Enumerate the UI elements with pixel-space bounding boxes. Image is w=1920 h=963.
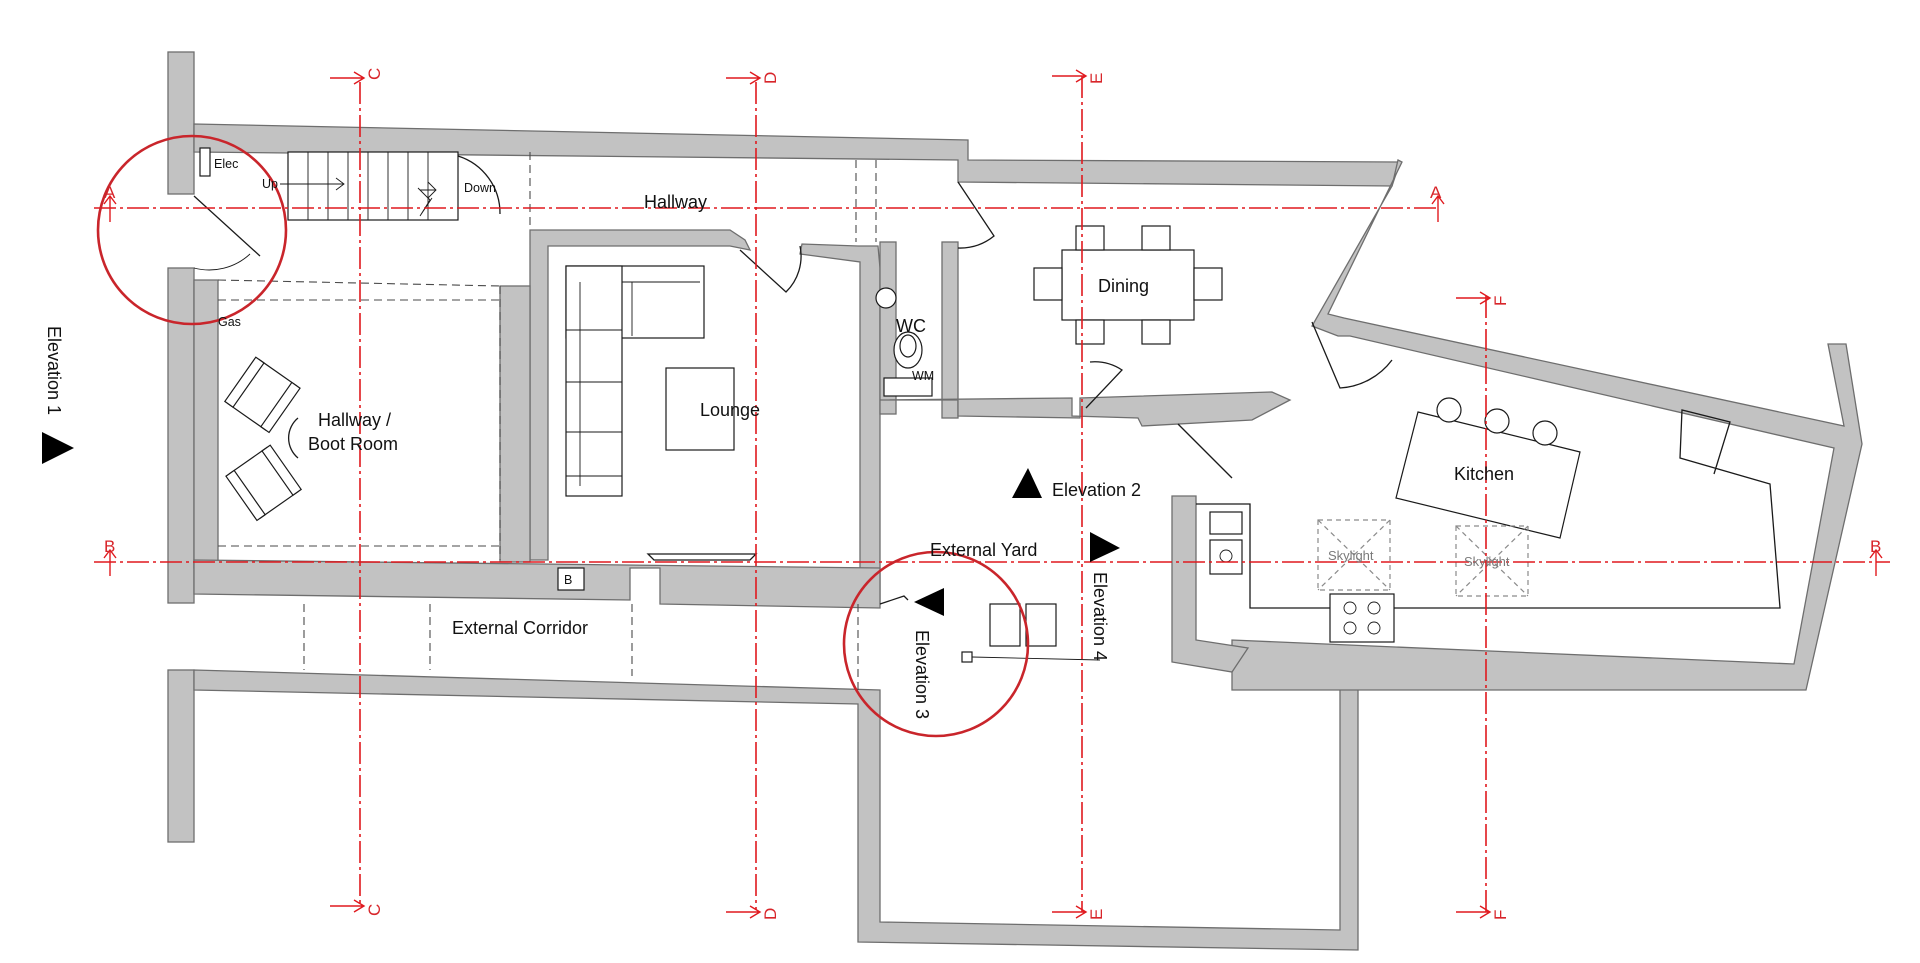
label-gas: Gas bbox=[218, 315, 241, 329]
wall-bootroom-right bbox=[499, 285, 531, 563]
label-elec: Elec bbox=[214, 157, 238, 171]
elevation-2-label: Elevation 2 bbox=[1052, 480, 1141, 500]
elevation-2-marker bbox=[1012, 468, 1042, 498]
room-label-dining: Dining bbox=[1098, 276, 1149, 296]
lounge-sofa bbox=[565, 265, 705, 497]
walls bbox=[167, 51, 1863, 951]
section-label-c-top: C bbox=[365, 68, 384, 80]
label-skylight-1: Skylight bbox=[1328, 548, 1374, 563]
wall-left-upper bbox=[167, 51, 195, 195]
skylight-2 bbox=[1455, 525, 1529, 597]
armchair-1 bbox=[223, 356, 301, 434]
armchair-2 bbox=[225, 444, 303, 522]
section-label-b-left: B bbox=[104, 537, 115, 556]
wall-lounge-right bbox=[799, 243, 881, 605]
boiler-box bbox=[557, 567, 585, 591]
hidden-lines bbox=[217, 152, 877, 690]
kitchen-island bbox=[1395, 397, 1581, 539]
section-lines bbox=[94, 69, 1890, 919]
room-label-kitchen: Kitchen bbox=[1454, 464, 1514, 484]
elevation-4-label: Elevation 4 bbox=[1090, 572, 1110, 661]
wall-left-mid bbox=[167, 267, 195, 604]
section-label-e-bottom: E bbox=[1087, 909, 1106, 920]
highlight-circle-elevation-3 bbox=[842, 550, 1030, 738]
bootroom-side-table bbox=[288, 417, 299, 459]
section-label-b-right: B bbox=[1870, 537, 1881, 556]
dining-table bbox=[1033, 225, 1223, 345]
highlight-circle-front-door bbox=[96, 134, 288, 326]
label-boiler: B bbox=[564, 573, 572, 587]
internal-doors bbox=[739, 181, 1393, 605]
section-label-a-right: A bbox=[1430, 183, 1442, 202]
lounge-coffee-table bbox=[665, 367, 735, 451]
section-label-d-top: D bbox=[761, 72, 780, 84]
wall-left-lower bbox=[167, 669, 195, 843]
elevation-3-label: Elevation 3 bbox=[912, 630, 932, 719]
room-label-lounge: Lounge bbox=[700, 400, 760, 420]
sinks bbox=[961, 603, 1101, 663]
wall-bottom-front bbox=[193, 559, 881, 609]
label-skylight-2: Skylight bbox=[1464, 554, 1510, 569]
section-label-f-top: F bbox=[1491, 296, 1510, 306]
wall-wc-left bbox=[879, 241, 897, 415]
label-up: Up bbox=[262, 177, 278, 191]
room-label-external-yard: External Yard bbox=[930, 540, 1037, 560]
section-label-e-top: E bbox=[1087, 73, 1106, 84]
wall-wc-bottom bbox=[879, 391, 1292, 427]
wall-hallway-lower bbox=[529, 229, 752, 561]
section-label-f-bottom: F bbox=[1491, 910, 1510, 920]
elevation-3-marker bbox=[914, 588, 944, 616]
kitchen-counters bbox=[1196, 409, 1781, 643]
room-label-wc: WC bbox=[896, 316, 926, 336]
wall-wc-right bbox=[941, 241, 959, 419]
elevation-4-marker bbox=[1090, 532, 1120, 562]
elevation-1-label: Elevation 1 bbox=[44, 326, 64, 415]
front-door bbox=[193, 147, 261, 271]
wall-kitchen-left bbox=[1171, 495, 1250, 673]
wc-fixtures bbox=[875, 287, 933, 397]
wall-right-outer bbox=[1231, 159, 1863, 691]
elevation-1-marker bbox=[42, 432, 74, 464]
lounge-tv-unit bbox=[646, 553, 758, 561]
label-down: Down bbox=[464, 181, 496, 195]
section-label-d-bottom: D bbox=[761, 908, 780, 920]
room-label-hallway: Hallway bbox=[644, 192, 707, 212]
label-wm: WM bbox=[912, 369, 934, 383]
skylight-1 bbox=[1317, 519, 1391, 591]
room-label-boot-room-1: Hallway / bbox=[318, 410, 391, 430]
room-label-external-corridor: External Corridor bbox=[452, 618, 588, 638]
room-label-boot-room-2: Boot Room bbox=[308, 434, 398, 454]
section-label-c-bottom: C bbox=[365, 904, 384, 916]
